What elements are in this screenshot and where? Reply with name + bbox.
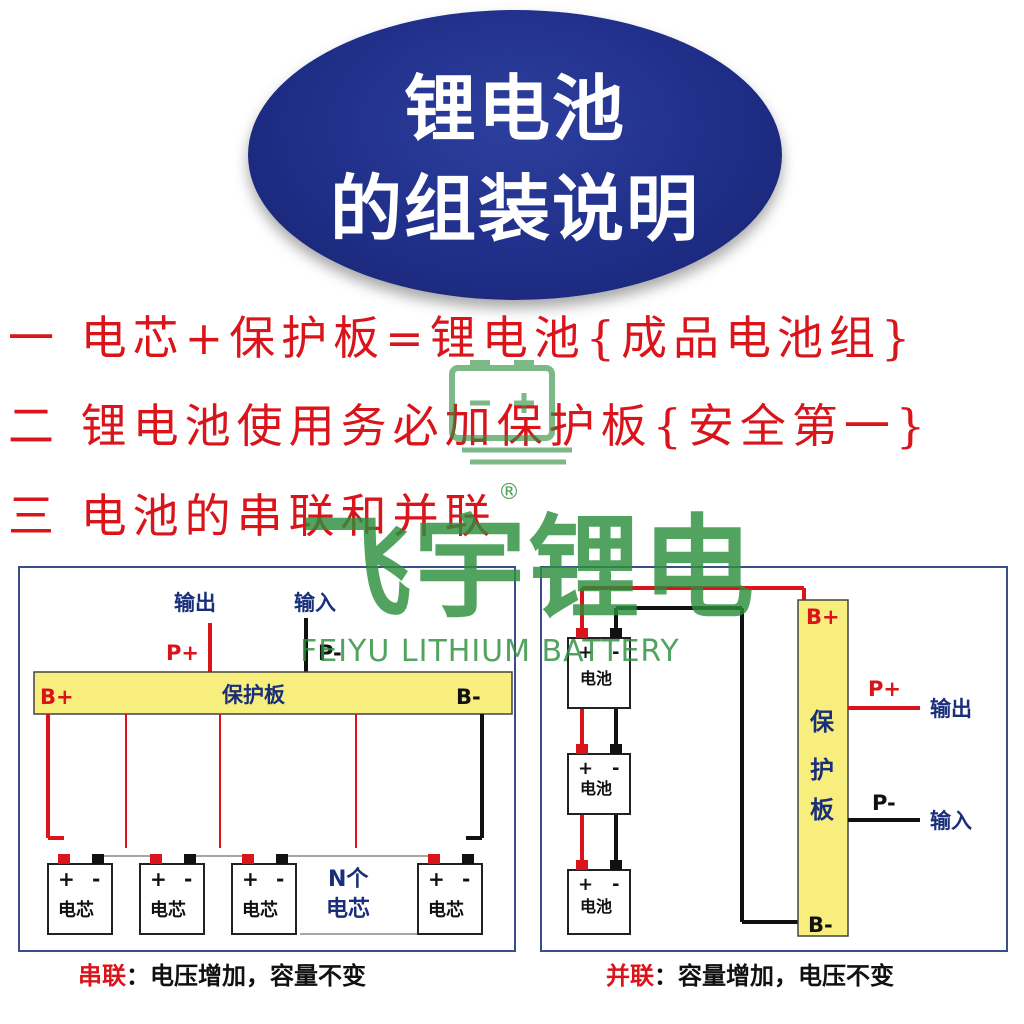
input-label: 输入	[294, 591, 336, 615]
parallel-b-minus-label: B-	[808, 913, 833, 937]
parallel-board-char-3: 板	[810, 796, 835, 824]
battery-logo-icon	[449, 360, 572, 465]
rule-3: 三 电池的串联和并联	[8, 489, 497, 543]
cell-n-minus: -	[462, 867, 470, 891]
cell-n-plus: +	[428, 867, 445, 891]
parallel-board-char-2: 护	[810, 756, 834, 784]
parallel-board-char-1: 保	[809, 708, 835, 736]
cell-n-label: 电芯	[428, 899, 464, 921]
title-line-1: 锂电池	[403, 67, 626, 151]
series-caption-key: 串联	[78, 962, 126, 990]
n-cells-label: N个	[328, 867, 369, 892]
series-caption: 串联：电压增加，容量不变	[78, 956, 366, 991]
parallel-diagram-panel: B+ B- 保 护 板 P+ P- 输出 输入 + - + - + - 电池 电…	[540, 566, 1008, 952]
rule-2: 二 锂电池使用务必加保护板{安全第一}	[8, 399, 932, 453]
parallel-cell-1-label: 电池	[580, 669, 612, 688]
parallel-p-plus-label: P+	[868, 677, 901, 701]
cell-1	[47, 854, 113, 935]
cell-1-plus: +	[58, 867, 75, 891]
cell-3-label: 电芯	[242, 899, 278, 921]
parallel-cell-3-label: 电池	[580, 897, 612, 916]
series-caption-text: ：电压增加，容量不变	[126, 962, 366, 990]
parallel-cell-3	[567, 860, 631, 935]
cell-n	[417, 854, 483, 935]
p-plus-label: P+	[166, 641, 199, 665]
watermark-brand-en: FEIYU LITHIUM BATTERY	[300, 634, 680, 669]
board-label: 保护板	[221, 683, 286, 707]
parallel-caption: 并联：容量增加，电压不变	[606, 956, 894, 991]
registered-mark: ®	[498, 480, 520, 505]
cell-2-plus: +	[150, 867, 167, 891]
cell-1-minus: -	[92, 867, 100, 891]
parallel-cell-2-label: 电池	[580, 779, 612, 798]
output-label: 输出	[174, 591, 216, 615]
parallel-p-minus-label: P-	[872, 791, 896, 815]
protection-board	[33, 671, 513, 715]
series-diagram-panel: 输出 输入 P+ P- B+ B- 保护板 + - + - + - + - 电芯…	[18, 566, 516, 952]
parallel-output-label: 输出	[930, 697, 972, 721]
cell-3-plus: +	[242, 867, 259, 891]
cell-2-minus: -	[184, 867, 192, 891]
rule-1: 一 电芯+保护板=锂电池{成品电池组}	[8, 311, 917, 365]
cell-3-minus: -	[276, 867, 284, 891]
parallel-b-plus-label: B+	[806, 605, 840, 629]
title-oval	[248, 10, 782, 300]
parallel-cell-1-minus: -	[612, 642, 619, 663]
parallel-diagram: B+ B- 保 护 板 P+ P- 输出 输入 + - + - + - 电池 电…	[567, 586, 972, 937]
parallel-caption-text: ：容量增加，电压不变	[654, 962, 894, 990]
cell-2	[139, 854, 205, 935]
parallel-cell-1-plus: +	[578, 642, 593, 663]
cell-3	[231, 854, 297, 935]
n-cells-label-2: 电芯	[326, 897, 370, 922]
parallel-cell-1	[567, 628, 631, 709]
series-diagram: 输出 输入 P+ P- B+ B- 保护板 + - + - + - + - 电芯…	[33, 591, 513, 935]
cell-1-label: 电芯	[58, 899, 94, 921]
parallel-input-label: 输入	[930, 809, 972, 833]
parallel-caption-key: 并联	[606, 962, 654, 990]
b-plus-label: B+	[40, 685, 74, 709]
watermark-brand: 飞宇锂电	[300, 504, 756, 634]
b-minus-label: B-	[456, 685, 481, 709]
p-minus-label: P-	[318, 641, 342, 665]
parallel-cell-3-minus: -	[612, 874, 619, 895]
parallel-cell-2-plus: +	[578, 758, 593, 779]
parallel-cell-2	[567, 744, 631, 815]
cell-2-label: 电芯	[150, 899, 186, 921]
title-line-2: 的组装说明	[329, 167, 700, 251]
parallel-cell-3-plus: +	[578, 874, 593, 895]
parallel-cell-2-minus: -	[612, 758, 619, 779]
parallel-protection-board	[797, 599, 849, 937]
